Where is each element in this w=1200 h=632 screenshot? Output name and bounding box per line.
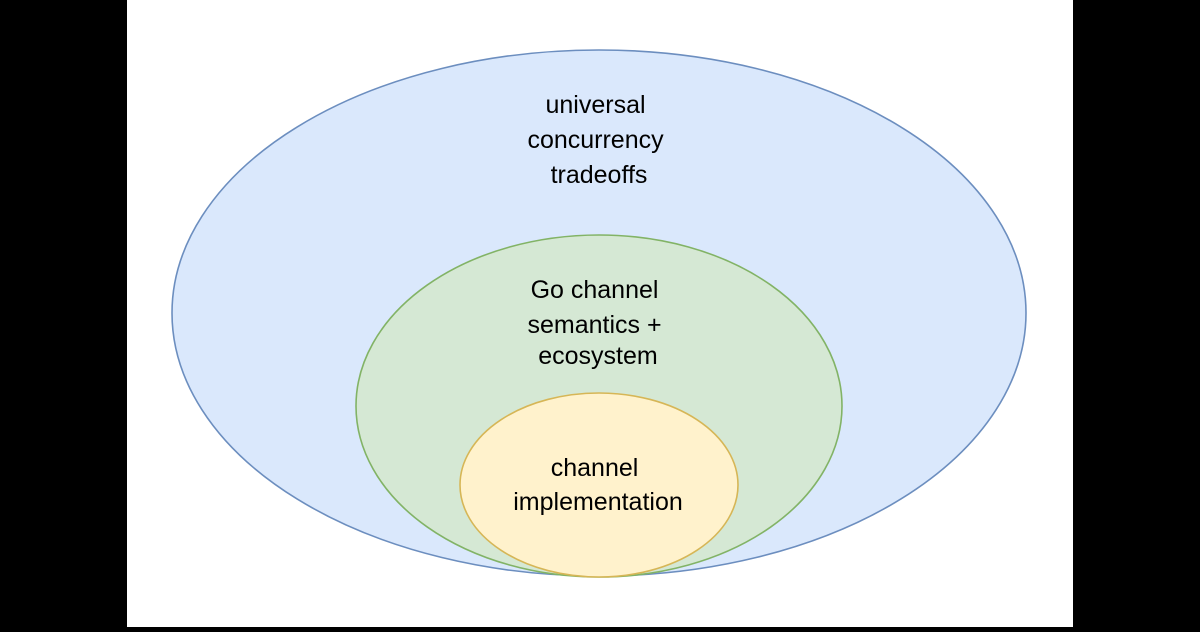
outer-label-line: tradeoffs	[551, 161, 648, 189]
middle-label-line: Go channel	[531, 276, 659, 304]
inner-ellipse	[459, 392, 739, 578]
inner-label-line: channel	[551, 454, 639, 482]
middle-label: Go channel semantics + ecosystem	[527, 276, 668, 370]
middle-label-line: ecosystem	[538, 342, 657, 370]
right-side-bar	[1073, 0, 1200, 627]
left-side-bar	[0, 0, 127, 627]
outer-label-line: universal	[545, 91, 645, 119]
inner-label-line: implementation	[513, 488, 683, 516]
outer-label-line: concurrency	[527, 126, 664, 154]
outer-label: universal concurrency tradeoffs	[527, 91, 670, 189]
middle-label-line: semantics +	[527, 311, 661, 339]
inner-label: channel implementation	[513, 454, 683, 516]
